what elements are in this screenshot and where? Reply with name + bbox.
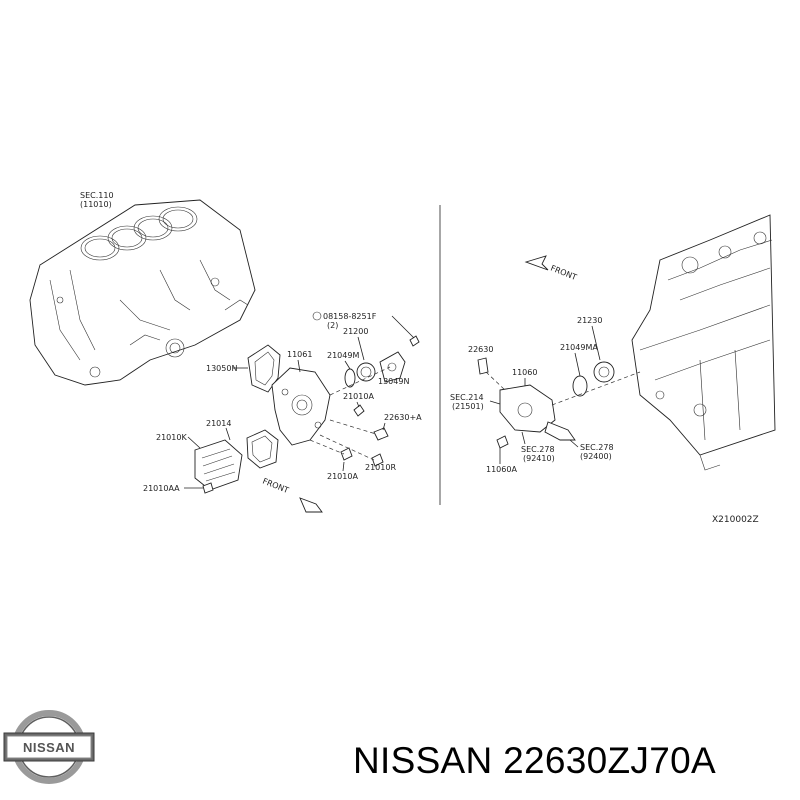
sensor-22630 [477,357,489,375]
cylinder-head [631,214,776,471]
cap-13049n [379,351,406,383]
label-11060: 11060 [512,368,537,377]
label-11061: 11061 [287,350,312,359]
label-21049ma: 21049MA [560,343,598,352]
label-22630: 22630 [468,345,493,354]
label-21010aa: 21010AA [143,484,180,493]
label-sec214: SEC.214 [450,393,484,402]
sensor-22630a [373,427,389,441]
label-front-left: FRONT [261,477,290,496]
label-sec110-ref: (11010) [80,200,112,209]
label-sec110: SEC.110 [80,191,114,200]
bolt-part [409,335,420,347]
label-21010a-upper: 21010A [343,392,374,401]
housing-11061 [271,367,331,446]
label-sec214-ref: (21501) [452,402,484,411]
label-22630a: 22630+A [384,413,422,422]
label-sec278-a: SEC.278 [521,445,555,454]
thermostat-21230 [593,361,615,383]
label-21049m: 21049M [327,351,359,360]
label-sec278-a-ref: (92410) [523,454,555,463]
front-arrow-left-icon [299,497,323,513]
label-front-right: FRONT [549,264,578,283]
bolt-symbol-icon [312,311,322,321]
front-arrow-right-icon [524,255,549,271]
engine-block [29,199,256,386]
gasket-13050n [247,344,281,393]
label-11060a: 11060A [486,465,517,474]
label-sec278-b-ref: (92400) [580,452,612,461]
outlet-11060 [499,384,576,441]
o-ring-21049m [344,368,356,388]
label-13049n: 13049N [378,377,409,386]
oil-cooler [194,439,243,491]
label-21230: 21230 [577,316,602,325]
logo-wordmark: NISSAN [23,740,75,755]
label-21010r: 21010R [365,463,396,472]
label-bolt-qty: (2) [327,321,338,330]
label-21010k: 21010K [156,433,187,442]
label-figure-code: X210002Z [712,515,759,525]
label-21010a-lower: 21010A [327,472,358,481]
label-21200: 21200 [343,327,368,336]
label-21014: 21014 [206,419,231,428]
nissan-logo: NISSAN [3,710,95,784]
label-sec278-b: SEC.278 [580,443,614,452]
gasket-ring [246,429,279,469]
label-13050n: 13050N [206,364,237,373]
thermostat-21200 [356,362,376,382]
label-bolt-ref: 08158-8251F [323,312,377,321]
brand-part-number: NISSAN 22630ZJ70A [353,740,716,781]
